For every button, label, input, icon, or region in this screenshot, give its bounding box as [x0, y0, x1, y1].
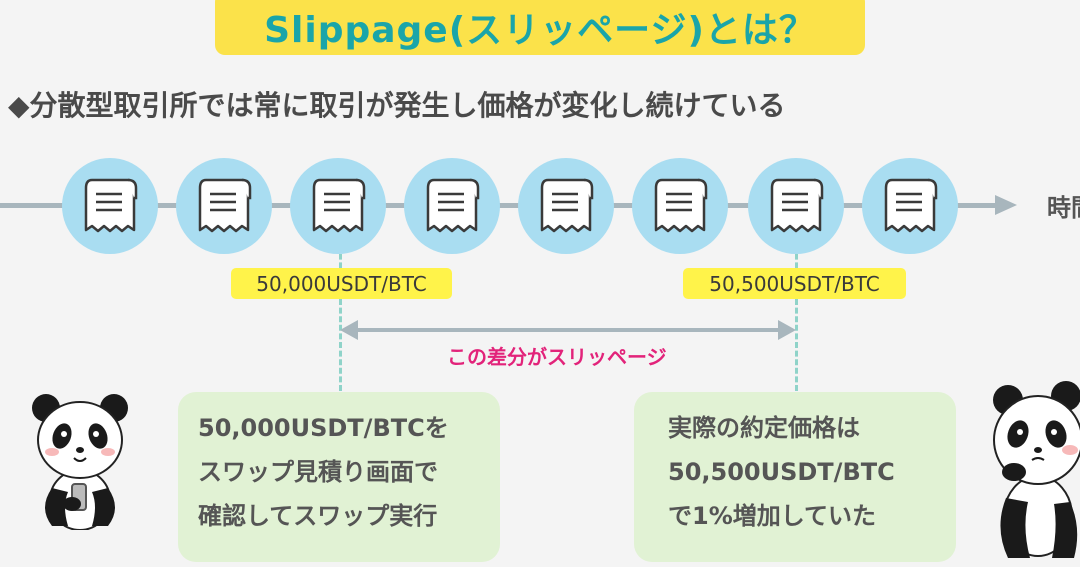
note-line: 50,500USDT/BTC: [668, 458, 895, 486]
panda-with-phone: [32, 394, 128, 530]
timeline-line: [0, 203, 1000, 208]
note-line: 確認してスワップ実行: [198, 502, 438, 530]
timeline-end-label: 時間: [1047, 194, 1080, 222]
dashed-guide-end: [795, 299, 798, 391]
receipt-icon: [62, 158, 158, 254]
right-note: 実際の約定価格は 50,500USDT/BTC で1%増加していた: [634, 392, 956, 562]
panda-thinking: [993, 381, 1080, 558]
receipt-icon: [176, 158, 272, 254]
price-tag-start: 50,000USDT/BTC: [231, 268, 452, 299]
note-line: 実際の約定価格は: [668, 414, 860, 442]
difference-arrow: [340, 320, 796, 340]
dashed-guide-start: [339, 299, 342, 391]
page-title: Slippage(スリッページ)とは？: [264, 9, 816, 51]
note-line: 50,000USDT/BTCを: [198, 414, 449, 442]
dashed-guide-start-top: [339, 254, 342, 268]
price-tag-end: 50,500USDT/BTC: [683, 268, 906, 299]
receipt-icon: [632, 158, 728, 254]
left-note: 50,000USDT/BTCを スワップ見積り画面で 確認してスワップ実行: [178, 392, 500, 562]
dashed-guide-end-top: [795, 254, 798, 268]
subtitle: ◆分散型取引所では常に取引が発生し価格が変化し続けている: [8, 89, 786, 122]
note-line: スワップ見積り画面で: [198, 458, 438, 486]
title-banner: Slippage(スリッページ)とは？: [215, 0, 865, 55]
note-line: で1%増加していた: [668, 502, 877, 530]
receipt-icon: [862, 158, 958, 254]
receipt-icon: [404, 158, 500, 254]
receipt-icon: [748, 158, 844, 254]
receipt-icon: [518, 158, 614, 254]
difference-label: この差分がスリッページ: [447, 345, 667, 369]
timeline-arrowhead: [995, 195, 1017, 215]
receipt-icon: [290, 158, 386, 254]
